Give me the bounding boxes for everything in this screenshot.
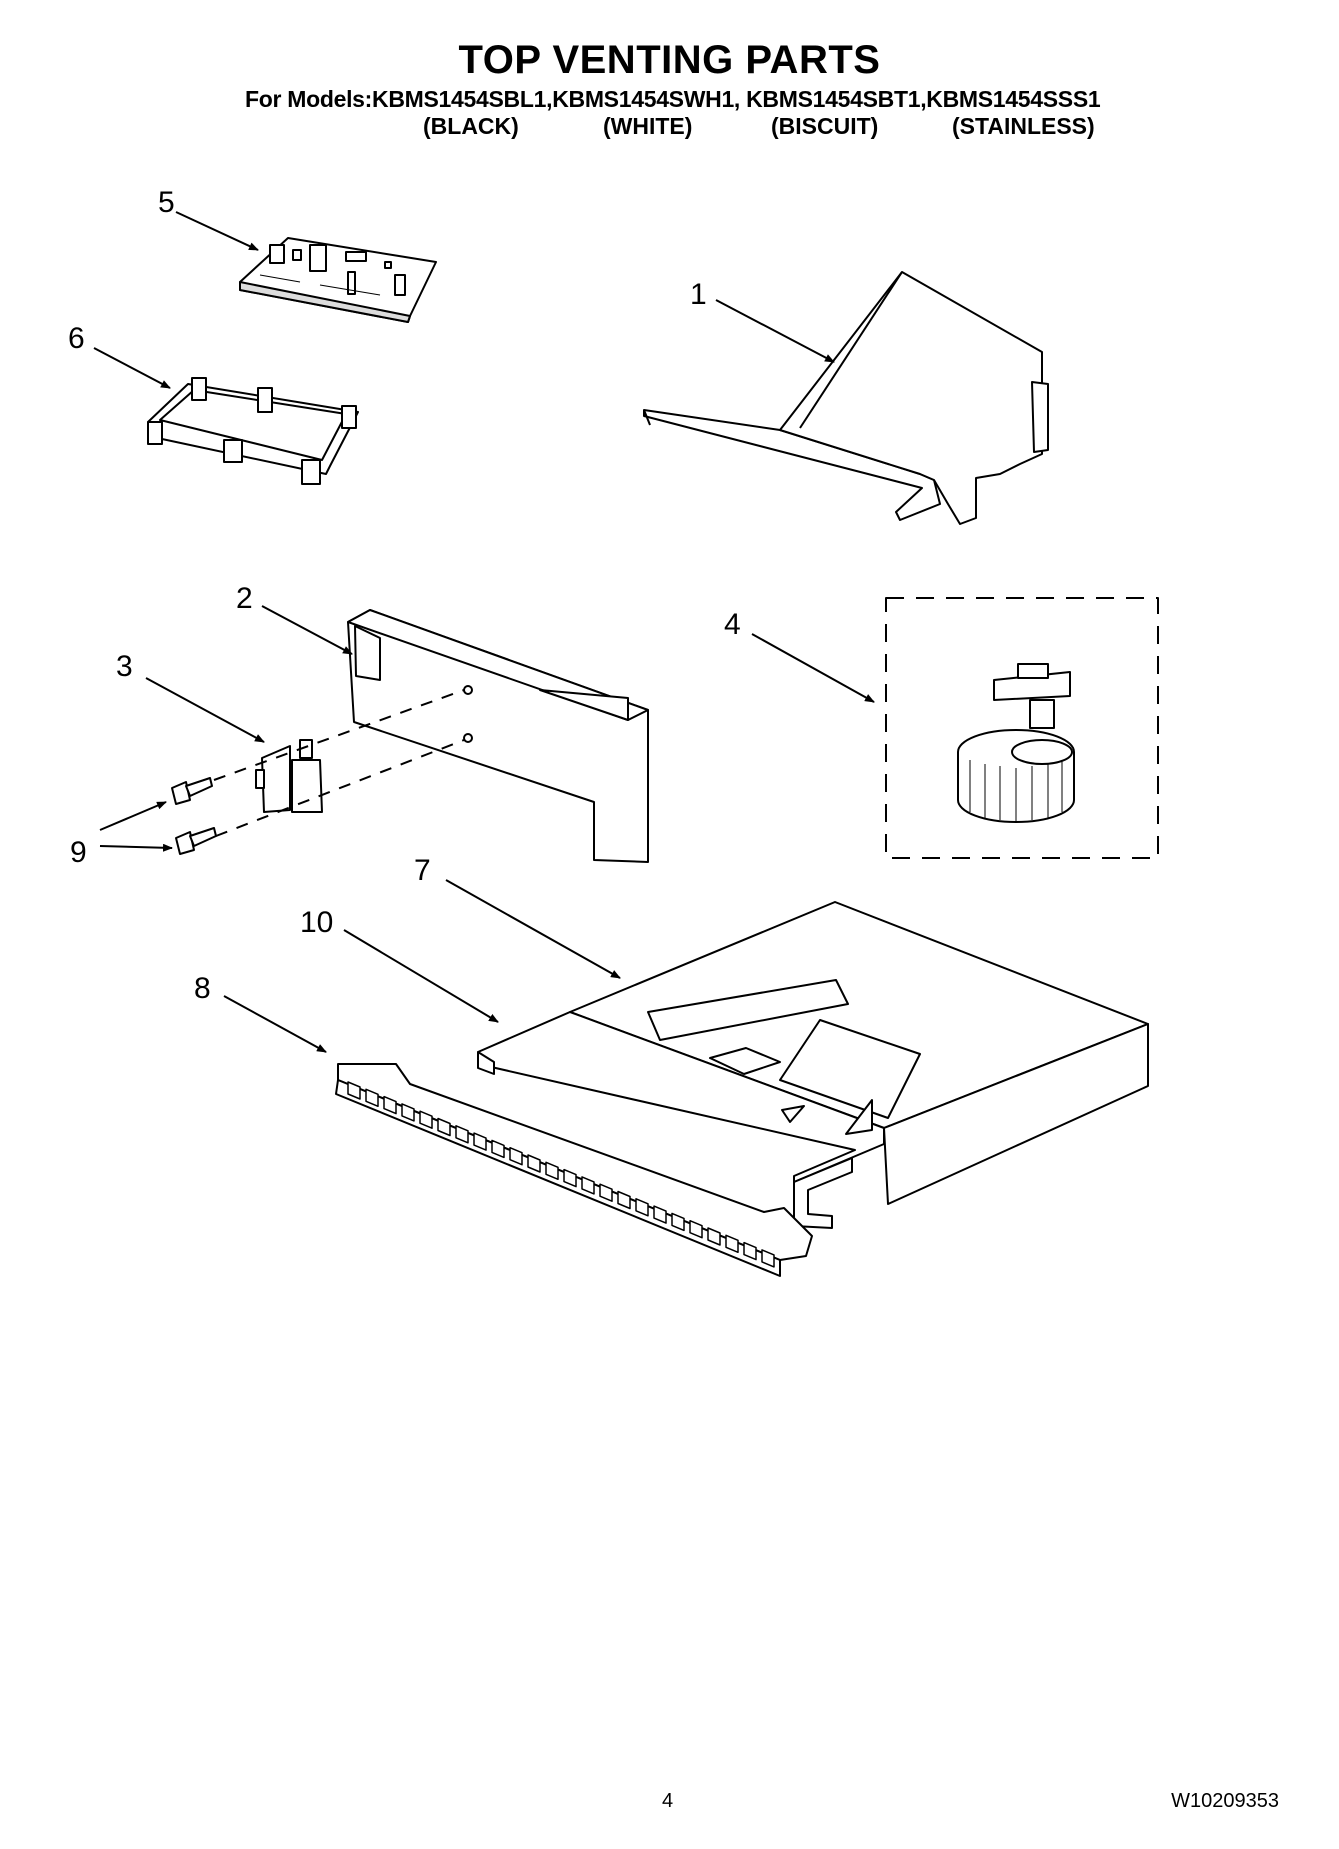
callout-9: 9 bbox=[70, 836, 87, 869]
callout-6: 6 bbox=[68, 322, 85, 355]
grille-slot bbox=[437, 1117, 451, 1137]
grille-slot bbox=[581, 1176, 595, 1195]
grille-slot bbox=[347, 1081, 361, 1100]
grille-slot bbox=[743, 1241, 757, 1261]
document-number: W10209353 bbox=[1171, 1790, 1279, 1812]
part-8-grille bbox=[335, 1063, 813, 1277]
grille-slot bbox=[401, 1103, 415, 1122]
page-title: TOP VENTING PARTS bbox=[458, 38, 881, 82]
grille-slot bbox=[383, 1095, 397, 1115]
grille-slot bbox=[365, 1088, 379, 1108]
part-5-control-board bbox=[239, 237, 437, 323]
callout-4: 4 bbox=[724, 608, 741, 641]
grille-slot bbox=[617, 1190, 631, 1210]
grille-slot bbox=[473, 1132, 487, 1151]
callout-8: 8 bbox=[194, 972, 211, 1005]
part-2-vent-panel bbox=[347, 609, 649, 863]
callout-3: 3 bbox=[116, 650, 133, 683]
part-10-damper-plate bbox=[477, 1011, 885, 1229]
color-stainless: (STAINLESS) bbox=[952, 113, 1095, 139]
grille-slot bbox=[509, 1146, 523, 1166]
part-9-screws bbox=[171, 777, 217, 855]
grille-slot bbox=[635, 1198, 649, 1217]
grille-slot bbox=[491, 1139, 505, 1159]
grille-slot bbox=[707, 1227, 721, 1246]
grille-slot bbox=[545, 1161, 559, 1181]
grille-slot bbox=[419, 1110, 433, 1129]
part-1-vent-duct bbox=[643, 271, 1049, 525]
part-6-board-bracket bbox=[147, 377, 359, 485]
part-3-transformer bbox=[255, 739, 323, 813]
color-biscuit: (BISCUIT) bbox=[771, 113, 879, 139]
part-4-blower-assembly bbox=[885, 597, 1159, 859]
callout-7: 7 bbox=[414, 854, 431, 887]
callout-5: 5 bbox=[158, 186, 175, 219]
grille-slot bbox=[725, 1234, 739, 1254]
models-line: For Models:KBMS1454SBL1,KBMS1454SWH1, KB… bbox=[245, 86, 1101, 112]
grille-slot bbox=[563, 1168, 577, 1188]
grille-slot bbox=[761, 1249, 775, 1268]
color-black: (BLACK) bbox=[423, 113, 519, 139]
mounting-lines bbox=[213, 689, 465, 837]
callout-2: 2 bbox=[236, 582, 253, 615]
page-number: 4 bbox=[662, 1790, 674, 1812]
grille-slot bbox=[455, 1125, 469, 1144]
grille-slot bbox=[689, 1219, 703, 1239]
callout-10: 10 bbox=[300, 906, 333, 939]
grille-slot bbox=[653, 1205, 667, 1224]
grille-slot bbox=[599, 1183, 613, 1202]
callout-numbers: 5 6 1 2 3 4 9 7 10 8 bbox=[68, 186, 741, 1005]
color-white: (WHITE) bbox=[603, 113, 693, 139]
grille-slot bbox=[527, 1154, 541, 1173]
callout-1: 1 bbox=[690, 278, 707, 311]
leader-lines bbox=[93, 211, 875, 1053]
grille-slot bbox=[671, 1212, 685, 1232]
